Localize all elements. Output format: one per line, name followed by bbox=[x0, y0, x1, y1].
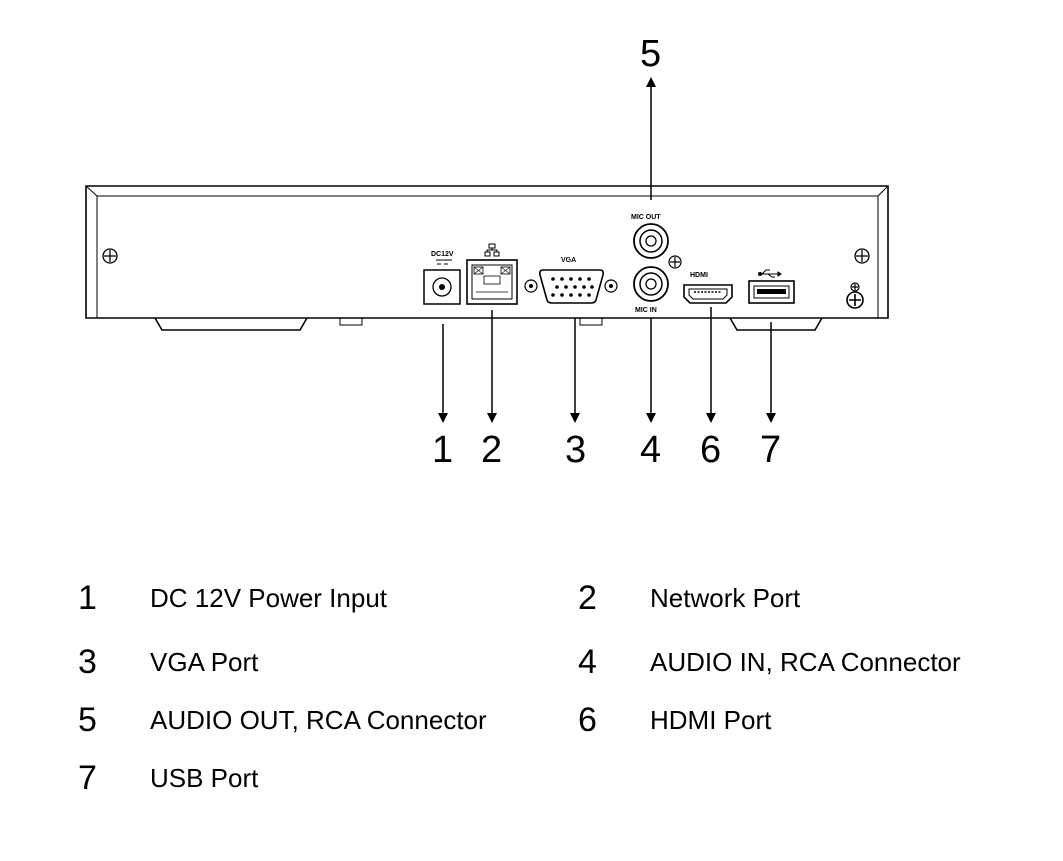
legend-description: DC 12V Power Input bbox=[150, 583, 388, 613]
callout-number: 7 bbox=[760, 429, 781, 471]
callout-number: 2 bbox=[481, 429, 502, 471]
legend-number: 5 bbox=[78, 701, 97, 739]
hdmi-label: HDMI bbox=[690, 272, 708, 279]
network-port bbox=[466, 243, 518, 305]
dc-label: DC12V bbox=[431, 251, 454, 258]
dc-power-port: DC12V bbox=[423, 251, 461, 305]
screw-icon bbox=[854, 248, 870, 264]
legend-description: USB Port bbox=[150, 763, 259, 793]
ground-terminal-icon bbox=[846, 282, 864, 309]
rear-panel-diagram: DC12V VGA MIC OUT bbox=[85, 33, 889, 471]
legend-number: 4 bbox=[578, 643, 597, 681]
callout-number: 6 bbox=[700, 429, 721, 471]
legend-number: 2 bbox=[578, 579, 597, 617]
screw-icon bbox=[102, 248, 118, 264]
callout-number: 1 bbox=[432, 429, 453, 471]
hdmi-port: HDMI bbox=[683, 272, 733, 304]
legend-number: 7 bbox=[78, 759, 97, 797]
network-icon bbox=[484, 243, 500, 257]
legend-number: 1 bbox=[78, 579, 97, 617]
legend-description: HDMI Port bbox=[650, 705, 772, 735]
mic-in-label: MIC IN bbox=[635, 307, 657, 314]
legend-description: VGA Port bbox=[150, 647, 259, 677]
mic-in-port: MIC IN bbox=[633, 266, 669, 314]
vga-port: VGA bbox=[524, 257, 618, 304]
callout-arrows bbox=[438, 77, 776, 423]
ground-screw-icon bbox=[668, 255, 682, 269]
vga-pins bbox=[551, 277, 594, 297]
legend-number: 3 bbox=[78, 643, 97, 681]
callout-number: 3 bbox=[565, 429, 586, 471]
usb-icon bbox=[758, 269, 782, 278]
mic-out-label: MIC OUT bbox=[631, 214, 661, 221]
callout-number: 4 bbox=[640, 429, 661, 471]
legend-description: Network Port bbox=[650, 583, 801, 613]
legend-description: AUDIO IN, RCA Connector bbox=[650, 647, 961, 677]
legend-description: AUDIO OUT, RCA Connector bbox=[150, 705, 487, 735]
vga-label: VGA bbox=[561, 257, 576, 264]
usb-port bbox=[748, 269, 795, 304]
legend-number: 6 bbox=[578, 701, 597, 739]
mic-out-port: MIC OUT bbox=[631, 214, 669, 259]
port-legend: 1 DC 12V Power Input 2 Network Port 3 VG… bbox=[0, 560, 1063, 820]
callout-number: 5 bbox=[640, 33, 661, 75]
nvr-chassis bbox=[85, 185, 889, 331]
